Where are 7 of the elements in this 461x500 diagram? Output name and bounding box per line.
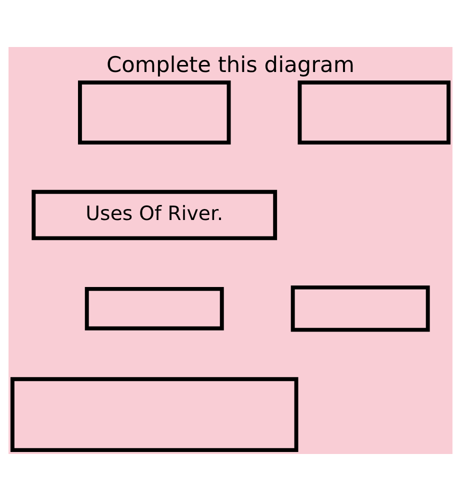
diagram-title: Complete this diagram bbox=[106, 52, 354, 78]
node-box bbox=[10, 376, 298, 452]
node-box: Uses Of River. bbox=[32, 189, 278, 240]
node-box bbox=[78, 80, 231, 144]
node-box bbox=[298, 80, 450, 144]
node-box bbox=[84, 286, 224, 330]
node-box bbox=[290, 284, 430, 332]
